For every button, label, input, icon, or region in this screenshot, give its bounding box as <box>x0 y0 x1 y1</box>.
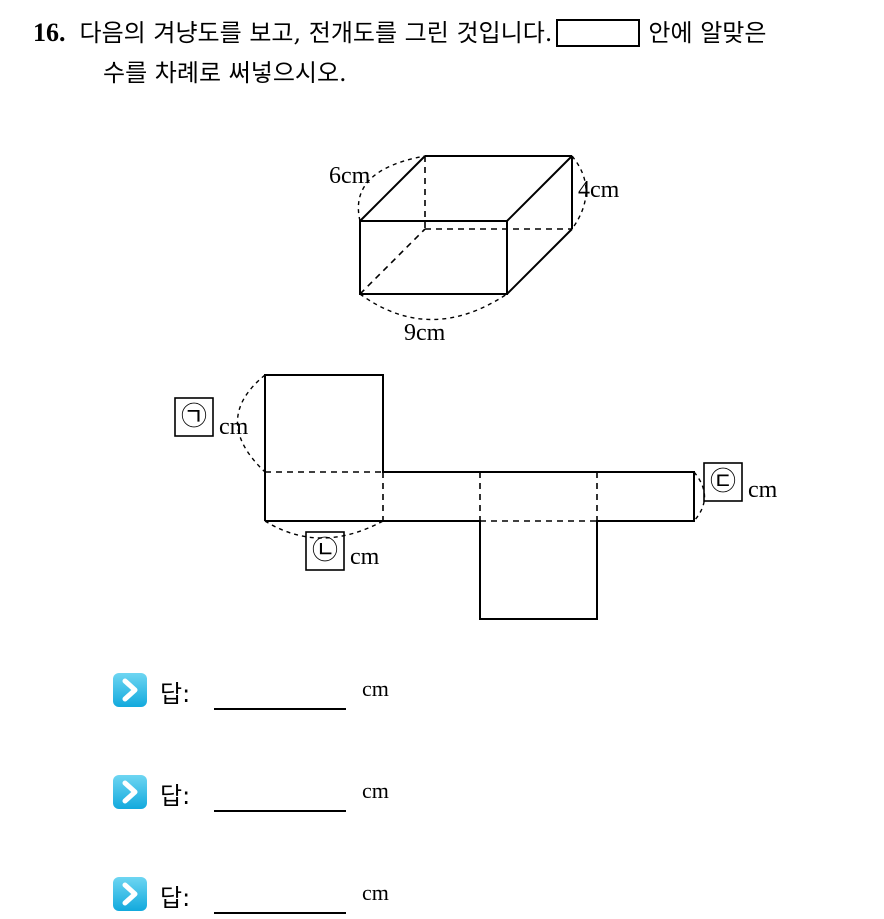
cuboid-front-face <box>359 220 508 295</box>
marker-b-glyph: ㉡ <box>312 536 338 565</box>
cuboid-edge-bottom-right <box>506 228 573 295</box>
label-width: 9cm <box>404 320 446 346</box>
net-measure-arcs <box>236 374 706 539</box>
question-line-2: 수를 차례로 써넣으시오. <box>103 59 347 87</box>
cuboid-drawing <box>357 155 587 321</box>
inline-answer-box <box>556 19 641 47</box>
cuboid-edge-top-left <box>359 155 426 222</box>
answer-unit: cm <box>362 880 389 905</box>
net-outline <box>264 374 695 620</box>
chevron-right-icon <box>113 673 147 707</box>
label-depth: 6cm <box>329 163 371 189</box>
question-number: 16. <box>33 18 66 47</box>
chevron-right-icon <box>113 877 147 911</box>
marker-a: ㉠ <box>174 397 214 437</box>
label-height: 4cm <box>578 177 620 203</box>
answer-blank-1[interactable] <box>214 708 346 710</box>
marker-b-unit: cm <box>350 544 380 570</box>
answer-label: 답: <box>160 782 191 810</box>
marker-c-glyph: ㉢ <box>710 467 736 496</box>
marker-c: ㉢ <box>703 462 743 502</box>
answer-blank-3[interactable] <box>214 912 346 914</box>
chevron-right-icon <box>113 775 147 809</box>
marker-c-unit: cm <box>748 477 778 503</box>
question-line-1: 16. 다음의 겨냥도를 보고, 전개도를 그린 것입니다. 안에 알맞은 <box>33 18 766 48</box>
marker-b: ㉡ <box>305 531 345 571</box>
cuboid-edge-top-right <box>506 155 573 222</box>
answer-unit: cm <box>362 676 389 701</box>
marker-a-unit: cm <box>219 414 249 440</box>
cuboid-hidden-edges <box>359 156 572 295</box>
net-fold-lines <box>265 471 598 522</box>
question-text-part2: 안에 알맞은 <box>648 19 767 47</box>
answer-unit: cm <box>362 778 389 803</box>
question-text-part1: 다음의 겨냥도를 보고, 전개도를 그린 것입니다. <box>79 19 553 47</box>
answer-label: 답: <box>160 680 191 708</box>
answer-blank-2[interactable] <box>214 810 346 812</box>
cuboid-measure-arcs <box>357 155 587 321</box>
answer-label: 답: <box>160 884 191 912</box>
net-drawing <box>236 374 706 620</box>
marker-a-glyph: ㉠ <box>181 402 207 431</box>
